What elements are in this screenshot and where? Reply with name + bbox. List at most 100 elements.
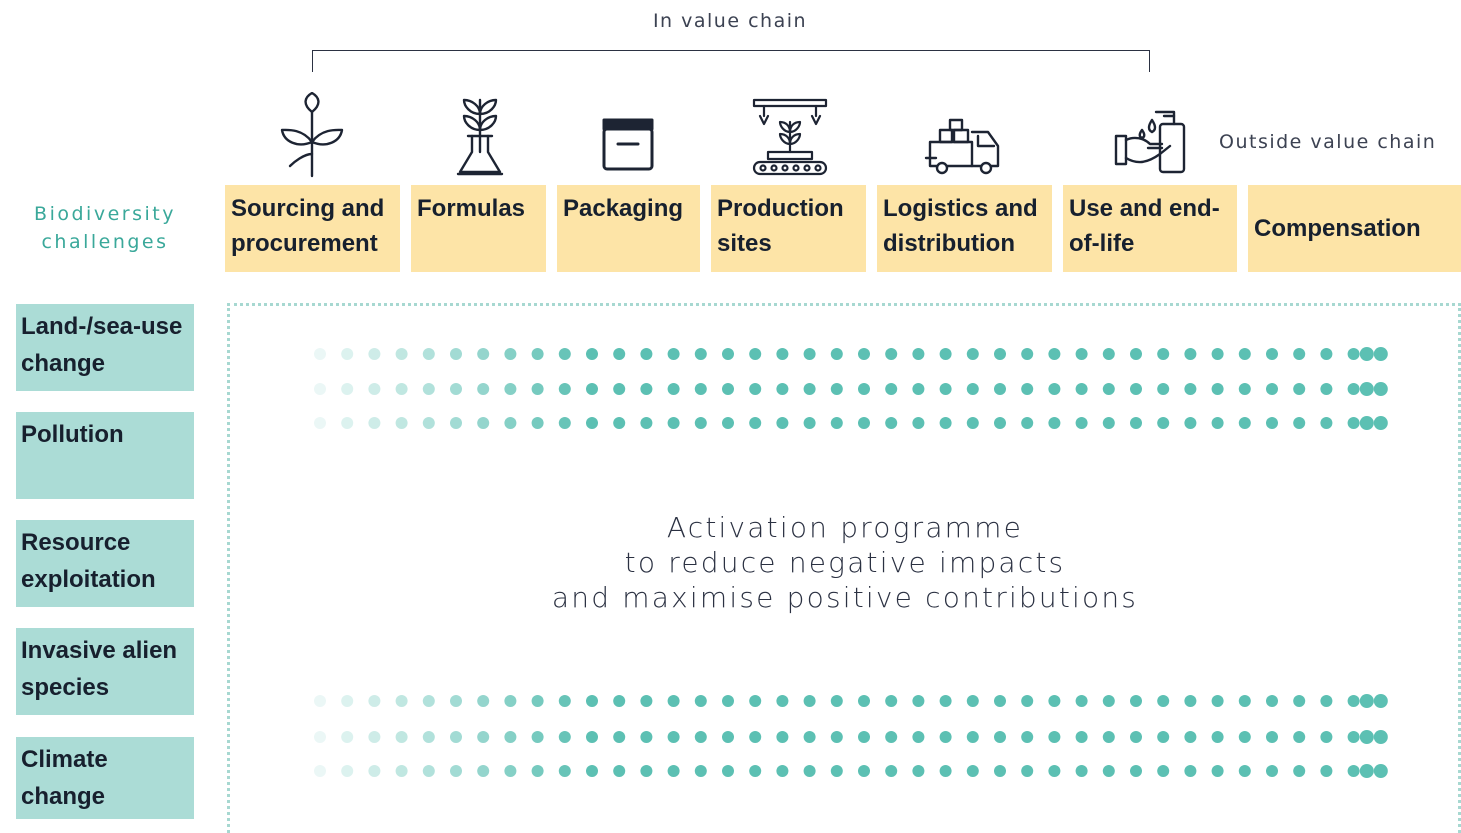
decorative-dot <box>912 383 925 395</box>
decorative-dot <box>450 417 462 429</box>
decorative-dot <box>450 383 462 395</box>
decorative-dot <box>640 731 653 743</box>
decorative-dot <box>1266 417 1278 429</box>
decorative-dot <box>314 417 326 429</box>
decorative-dot <box>613 417 626 429</box>
stage-compensation: Compensation <box>1248 185 1461 272</box>
decorative-dot <box>885 348 898 360</box>
decorative-dot <box>341 383 354 395</box>
decorative-dot <box>1320 695 1333 707</box>
decorative-dot <box>1347 417 1360 429</box>
decorative-dot <box>1021 417 1034 429</box>
decorative-dot <box>422 695 435 707</box>
decorative-dot <box>803 383 816 395</box>
decorative-dot <box>1130 731 1142 743</box>
decorative-dot <box>422 383 435 395</box>
decorative-dot <box>422 765 435 777</box>
decorative-dot <box>1266 765 1278 777</box>
decorative-dot <box>422 731 435 743</box>
decorative-dot <box>912 417 925 429</box>
decorative-dot <box>1238 731 1251 743</box>
decorative-dot <box>341 695 354 707</box>
decorative-dot <box>640 348 653 360</box>
decorative-dot <box>1157 765 1170 777</box>
decorative-dot <box>1021 695 1034 707</box>
decorative-dot <box>1359 382 1374 396</box>
decorative-dot <box>1211 765 1224 777</box>
decorative-dot <box>586 695 598 707</box>
decorative-dot <box>314 695 326 707</box>
decorative-dot <box>722 695 734 707</box>
decorative-dot <box>1373 382 1388 396</box>
decorative-dot <box>1238 417 1251 429</box>
decorative-dot <box>368 417 381 429</box>
decorative-dot <box>966 417 979 429</box>
decorative-dot <box>994 348 1006 360</box>
decorative-dot <box>1102 383 1115 395</box>
decorative-dot <box>1048 417 1061 429</box>
decorative-dot <box>450 348 462 360</box>
decorative-dot <box>1320 417 1333 429</box>
decorative-dot <box>314 731 326 743</box>
activation-programme-text: Activation programme to reduce negative … <box>470 510 1220 615</box>
decorative-dot <box>314 765 326 777</box>
decorative-dot <box>966 348 979 360</box>
decorative-dot <box>1238 348 1251 360</box>
factory-conveyor-icon <box>750 92 830 178</box>
biodiversity-challenges-title: Biodiversity challenges <box>34 203 176 253</box>
decorative-dot <box>1320 348 1333 360</box>
decorative-dot <box>1048 765 1061 777</box>
decorative-dot <box>667 731 680 743</box>
decorative-dot <box>939 417 952 429</box>
decorative-dot <box>1130 383 1142 395</box>
decorative-dot <box>1211 695 1224 707</box>
decorative-dot <box>531 731 544 743</box>
decorative-dot <box>885 765 898 777</box>
decorative-dot <box>939 695 952 707</box>
plant-flask-icon <box>440 92 520 178</box>
decorative-dot <box>395 417 408 429</box>
stage-packaging: Packaging <box>557 185 700 272</box>
decorative-dot <box>586 383 598 395</box>
decorative-dot <box>1184 348 1197 360</box>
decorative-dot <box>749 348 762 360</box>
decorative-dot <box>1184 765 1197 777</box>
decorative-dot <box>939 348 952 360</box>
decorative-dot <box>531 348 544 360</box>
decorative-dot <box>722 348 734 360</box>
stage-use-end-of-life: Use and end-of-life <box>1063 185 1237 272</box>
decorative-dot <box>749 765 762 777</box>
decorative-dot <box>722 765 734 777</box>
decorative-dot <box>477 695 490 707</box>
decorative-dot <box>1373 416 1388 430</box>
plant-icon <box>272 91 352 178</box>
decorative-dot <box>858 695 870 707</box>
decorative-dot <box>966 731 979 743</box>
decorative-dot <box>803 695 816 707</box>
decorative-dot <box>531 765 544 777</box>
decorative-dot <box>1293 383 1306 395</box>
decorative-dot <box>1266 348 1278 360</box>
decorative-dot <box>422 348 435 360</box>
decorative-dot <box>667 417 680 429</box>
decorative-dot <box>395 765 408 777</box>
decorative-dot <box>477 417 490 429</box>
hand-soap-icon <box>1112 92 1192 178</box>
decorative-dot <box>613 383 626 395</box>
decorative-dot <box>477 348 490 360</box>
decorative-dot <box>966 383 979 395</box>
decorative-dot <box>1373 694 1388 708</box>
decorative-dot <box>1347 383 1360 395</box>
decorative-dot <box>1021 348 1034 360</box>
decorative-dot <box>1293 731 1306 743</box>
decorative-dot <box>477 731 490 743</box>
decorative-dot <box>1075 731 1088 743</box>
stage-production-sites: Production sites <box>711 185 866 272</box>
decorative-dot <box>1184 417 1197 429</box>
decorative-dot <box>1130 417 1142 429</box>
decorative-dot <box>885 731 898 743</box>
decorative-dot <box>368 765 381 777</box>
decorative-dot <box>613 731 626 743</box>
decorative-dot <box>314 348 326 360</box>
decorative-dot <box>994 765 1006 777</box>
